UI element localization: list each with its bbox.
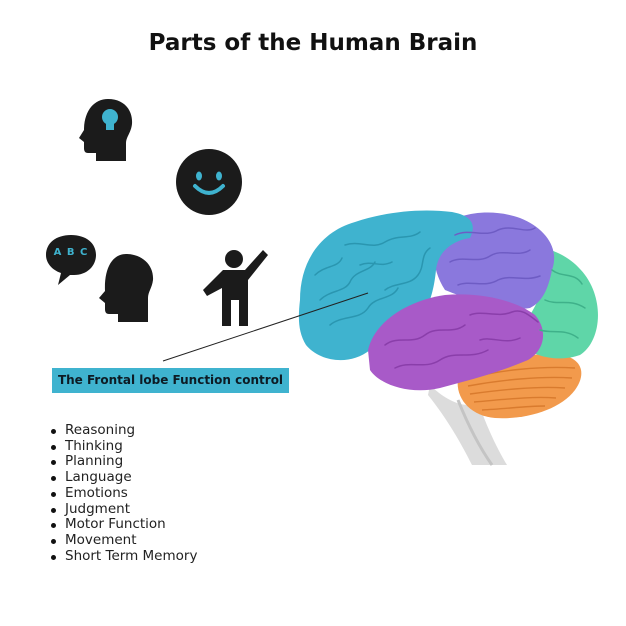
page-title: Parts of the Human Brain [148, 30, 478, 56]
callout-pointer-line [162, 292, 369, 362]
list-item: Judgment [50, 501, 197, 518]
list-item: Motor Function [50, 517, 197, 533]
temporal-lobe [368, 294, 544, 391]
list-item: Thinking [50, 438, 197, 455]
list-item: Planning [50, 454, 197, 470]
frontal-lobe-callout-label: The Frontal lobe Function control [52, 368, 289, 393]
list-item: Reasoning [50, 422, 197, 439]
function-list: Reasoning Thinking Planning Language Emo… [50, 422, 197, 565]
speech-bubble-text: A B C [53, 247, 89, 258]
list-item: Short Term Memory [50, 548, 197, 565]
smiley-face-icon [176, 149, 242, 215]
list-item: Emotions [50, 485, 197, 502]
head-lightbulb-icon [79, 99, 133, 161]
speaking-head-icon [46, 235, 154, 322]
list-item: Language [50, 469, 197, 486]
person-waving-icon [203, 250, 268, 326]
list-item: Movement [50, 532, 197, 549]
